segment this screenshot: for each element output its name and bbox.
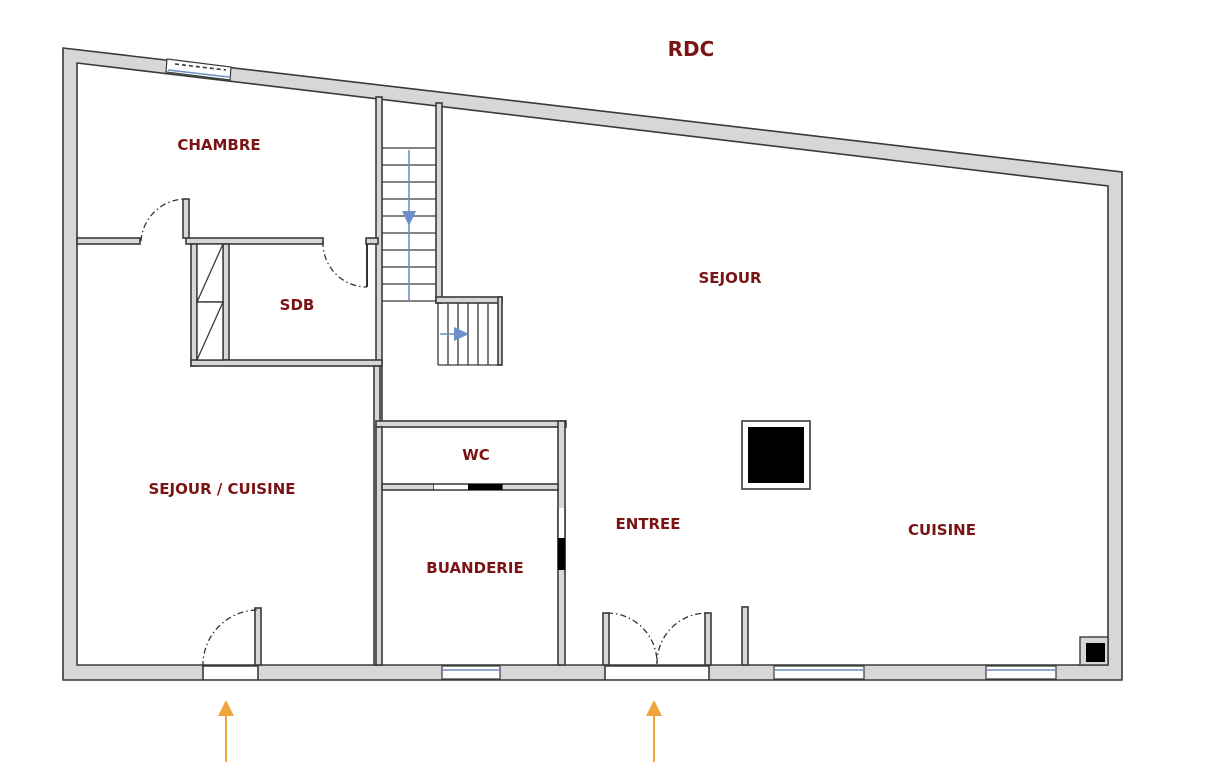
room-label-cuisine: CUISINE <box>908 521 976 539</box>
room-label-sejour-cuisine: SEJOUR / CUISINE <box>149 480 296 498</box>
room-label-sdb: SDB <box>280 296 315 314</box>
wc-door <box>434 483 502 491</box>
bottom-openings <box>202 665 1057 680</box>
room-label-chambre: CHAMBRE <box>177 136 260 154</box>
pillar <box>741 420 811 490</box>
window-chambre <box>165 58 232 81</box>
room-label-buanderie: BUANDERIE <box>426 559 523 577</box>
floor-title: RDC <box>668 37 715 61</box>
door-swings <box>140 198 708 668</box>
staircase <box>382 147 503 366</box>
room-label-sejour: SEJOUR <box>698 269 762 287</box>
entry-markers <box>218 700 662 762</box>
entry-arrow-icon <box>218 700 234 716</box>
stair-direction-arrow-icon <box>454 327 469 341</box>
sdb-cabinets <box>196 243 224 361</box>
corner-duct <box>1079 636 1109 666</box>
stair-direction-arrow-icon <box>402 211 416 226</box>
room-label-wc: WC <box>462 446 490 464</box>
room-label-entree: ENTREE <box>615 515 680 533</box>
entry-arrow-icon <box>646 700 662 716</box>
buanderie-door <box>557 508 566 570</box>
